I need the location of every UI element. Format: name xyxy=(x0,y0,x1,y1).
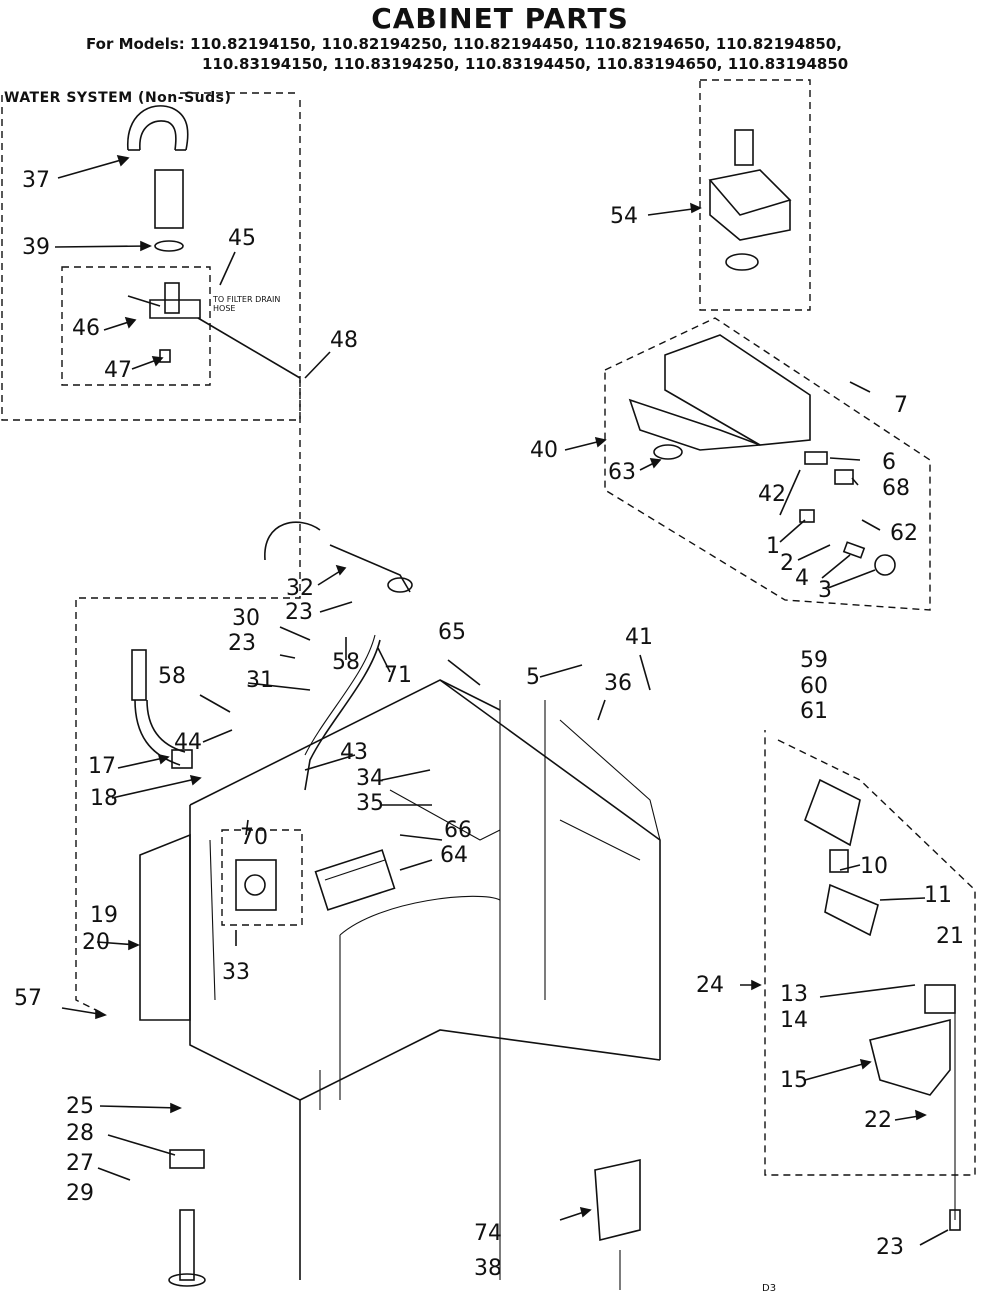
corner-mark: D3 xyxy=(762,1283,777,1294)
models-line-2: 110.83194150, 110.83194250, 110.83194450… xyxy=(202,55,849,73)
callout-42: 42 xyxy=(758,482,786,507)
callout-54: 54 xyxy=(610,204,638,229)
cabinet-body xyxy=(75,380,661,1280)
leveling-leg-part xyxy=(168,1149,206,1287)
callout-21: 21 xyxy=(936,924,964,949)
callout-59: 59 xyxy=(800,648,828,673)
callout-22: 22 xyxy=(864,1108,892,1133)
callout-24: 24 xyxy=(696,973,724,998)
callout-61: 61 xyxy=(800,699,828,724)
callout-23-upper: 23 xyxy=(285,600,313,625)
callout-57: 57 xyxy=(14,986,42,1011)
callout-33: 33 xyxy=(222,960,250,985)
callout-36: 36 xyxy=(604,671,632,696)
callout-5: 5 xyxy=(526,665,540,690)
callout-1: 1 xyxy=(766,534,780,559)
callout-31: 31 xyxy=(246,668,274,693)
callout-23-lower: 23 xyxy=(876,1235,904,1260)
callout-37: 37 xyxy=(22,168,50,193)
drain-hose-part xyxy=(127,105,189,252)
water-system-label: WATER SYSTEM (Non-Suds) xyxy=(4,90,232,106)
callout-15: 15 xyxy=(780,1068,808,1093)
callout-18: 18 xyxy=(90,786,118,811)
callout-58-right: 58 xyxy=(332,650,360,675)
water-system-inset xyxy=(1,92,301,421)
callout-17: 17 xyxy=(88,754,116,779)
callout-20: 20 xyxy=(82,930,110,955)
callout-48: 48 xyxy=(330,328,358,353)
callout-62: 62 xyxy=(890,521,918,546)
filter-drain-note: TO FILTER DRAIN HOSE xyxy=(213,295,281,313)
callout-68: 68 xyxy=(882,476,910,501)
callout-45: 45 xyxy=(228,226,256,251)
timer-part xyxy=(139,829,303,1021)
callout-7: 7 xyxy=(894,393,908,418)
callout-41: 41 xyxy=(625,625,653,650)
callout-60: 60 xyxy=(800,674,828,699)
callout-19: 19 xyxy=(90,903,118,928)
callout-38: 38 xyxy=(474,1256,502,1281)
callout-11: 11 xyxy=(924,883,952,908)
dispenser-assembly-part xyxy=(604,317,931,611)
callout-43: 43 xyxy=(340,740,368,765)
callout-63: 63 xyxy=(608,460,636,485)
inlet-hose-part xyxy=(131,649,193,769)
callout-74: 74 xyxy=(474,1221,502,1246)
callout-4: 4 xyxy=(795,566,809,591)
callout-14: 14 xyxy=(780,1008,808,1033)
callout-10: 10 xyxy=(860,854,888,879)
callout-2: 2 xyxy=(780,551,794,576)
motor-assembly-part xyxy=(764,730,976,1231)
callout-40: 40 xyxy=(530,438,558,463)
callout-23-middle: 23 xyxy=(228,631,256,656)
callout-64: 64 xyxy=(440,843,468,868)
callout-6: 6 xyxy=(882,450,896,475)
callout-25: 25 xyxy=(66,1094,94,1119)
model-list: For Models: 110.82194150, 110.82194250, … xyxy=(86,34,986,74)
callout-27: 27 xyxy=(66,1151,94,1176)
base-bracket-part xyxy=(594,1159,641,1290)
callout-66: 66 xyxy=(444,818,472,843)
page-title: CABINET PARTS xyxy=(371,2,629,35)
callout-30: 30 xyxy=(232,606,260,631)
arrowheads xyxy=(95,154,927,1218)
callout-71: 71 xyxy=(384,663,412,688)
callout-29: 29 xyxy=(66,1181,94,1206)
callout-65: 65 xyxy=(438,620,466,645)
filter-fitting-part xyxy=(127,282,301,379)
callout-3: 3 xyxy=(818,578,832,603)
callout-47: 47 xyxy=(104,358,132,383)
callout-34: 34 xyxy=(356,766,384,791)
callout-58-left: 58 xyxy=(158,664,186,689)
callout-39: 39 xyxy=(22,235,50,260)
callout-46: 46 xyxy=(72,316,100,341)
wiring-harness-part xyxy=(264,521,413,791)
models-line-1: 110.82194150, 110.82194250, 110.82194450… xyxy=(190,35,842,53)
models-prefix: For Models: xyxy=(86,35,185,53)
callout-35: 35 xyxy=(356,791,384,816)
callout-44: 44 xyxy=(174,730,202,755)
callout-32: 32 xyxy=(286,576,314,601)
callout-70: 70 xyxy=(240,825,268,850)
callout-13: 13 xyxy=(780,982,808,1007)
dispenser-lid-part xyxy=(699,79,811,311)
callout-28: 28 xyxy=(66,1121,94,1146)
